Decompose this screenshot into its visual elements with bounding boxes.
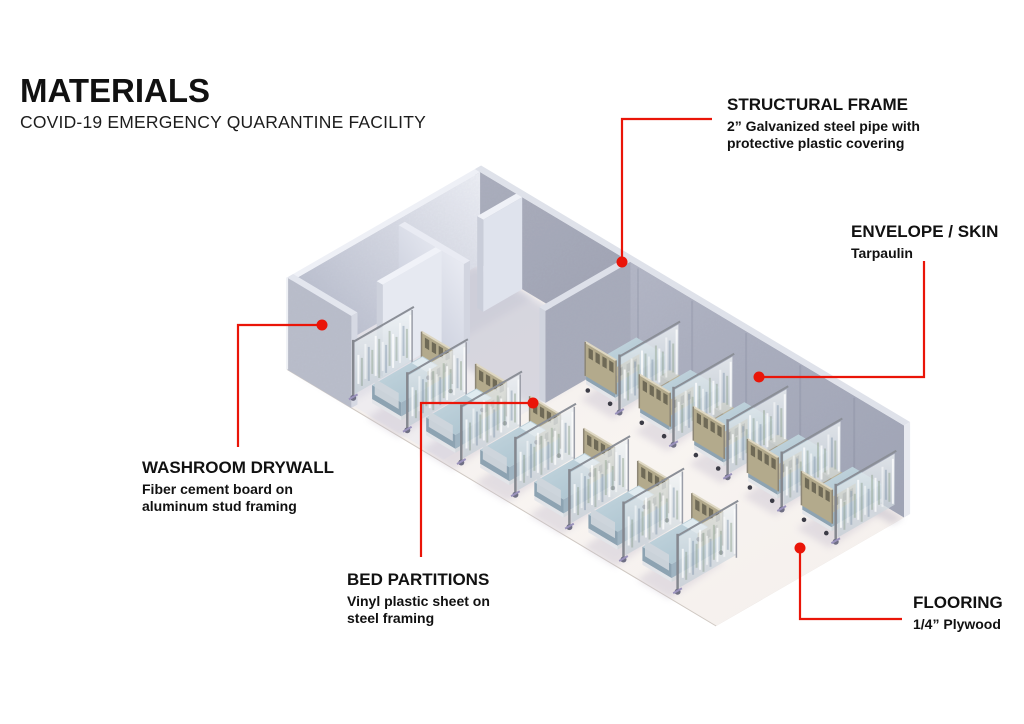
leader-structural-frame: [616, 117, 712, 268]
callout-description-line: Fiber cement board on: [142, 481, 293, 497]
callout-envelope-skin: ENVELOPE / SKIN Tarpaulin: [851, 222, 998, 262]
leader-dot-bed-partitions: [527, 397, 539, 409]
callout-flooring: FLOORING 1/4” Plywood: [913, 593, 1003, 633]
callout-description-line: aluminum stud framing: [142, 498, 297, 514]
callout-description-line: Vinyl plastic sheet on: [347, 593, 490, 609]
callout-title: ENVELOPE / SKIN: [851, 222, 999, 241]
bed-ward: [348, 306, 897, 600]
callout-bed-partitions: BED PARTITIONS Vinyl plastic sheet on st…: [347, 570, 490, 627]
leader-dot-structural-frame: [616, 256, 628, 268]
page-subtitle: COVID-19 EMERGENCY QUARANTINE FACILITY: [20, 112, 426, 132]
leader-bed-partitions: [419, 397, 539, 557]
page-title: MATERIALS: [20, 72, 211, 109]
callout-title: WASHROOM DRYWALL: [142, 458, 335, 477]
callout-description-line: Tarpaulin: [851, 245, 913, 261]
callout-title: FLOORING: [913, 593, 1003, 612]
leader-dot-flooring: [794, 542, 806, 554]
callout-description-line: 2” Galvanized steel pipe with: [727, 118, 920, 134]
callout-description-line: 1/4” Plywood: [913, 616, 1001, 632]
leader-dot-washroom-drywall: [316, 319, 328, 331]
callout-title: STRUCTURAL FRAME: [727, 95, 909, 114]
leader-washroom-drywall: [236, 319, 328, 447]
callout-description-line: steel framing: [347, 610, 435, 626]
callout-description-line: protective plastic covering: [727, 135, 905, 151]
callout-title: BED PARTITIONS: [347, 570, 490, 589]
callout-washroom-drywall: WASHROOM DRYWALL Fiber cement board on a…: [142, 458, 334, 515]
leader-dot-envelope-skin: [753, 371, 765, 383]
leader-envelope-skin: [753, 261, 926, 383]
leader-flooring: [794, 542, 902, 621]
page-header: MATERIALS COVID-19 EMERGENCY QUARANTINE …: [20, 74, 426, 133]
callout-structural-frame: STRUCTURAL FRAME 2” Galvanized steel pip…: [727, 95, 920, 152]
